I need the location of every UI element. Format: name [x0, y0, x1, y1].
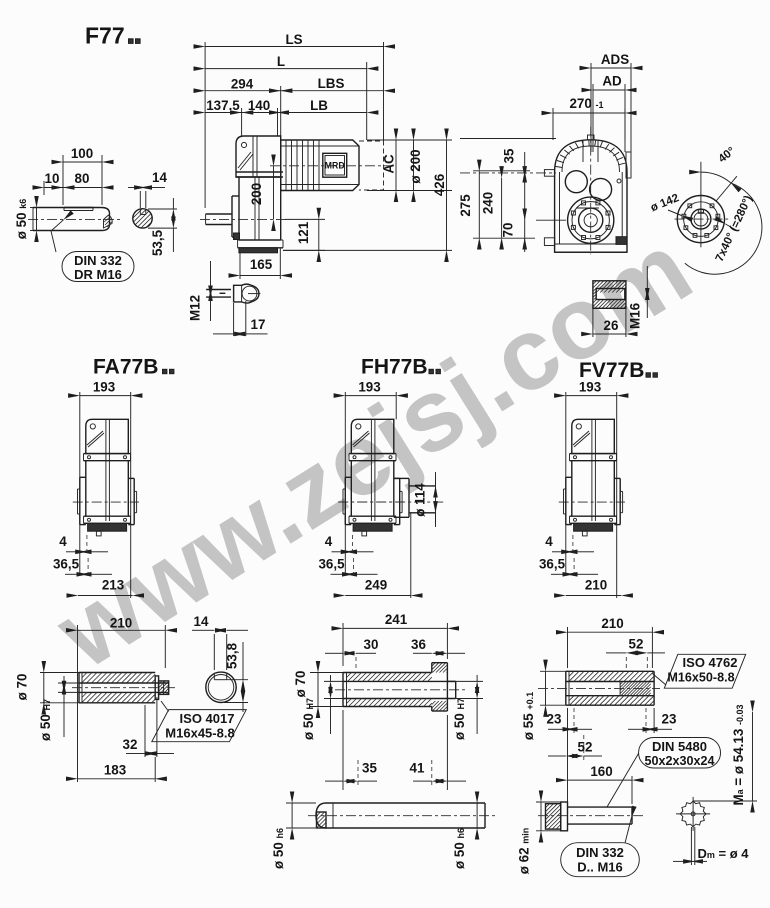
- svg-text:210: 210: [585, 578, 607, 593]
- svg-text:41: 41: [410, 761, 425, 776]
- svg-text:426: 426: [432, 174, 447, 196]
- svg-text:200: 200: [249, 183, 264, 205]
- svg-text:23: 23: [662, 712, 677, 727]
- svg-text:ø 62 min: ø 62 min: [517, 828, 532, 875]
- svg-text:53,5: 53,5: [150, 229, 165, 256]
- svg-text:241: 241: [385, 612, 408, 627]
- svg-text:275: 275: [458, 194, 473, 217]
- svg-text:30: 30: [364, 637, 379, 652]
- svg-text:M12: M12: [188, 295, 203, 321]
- svg-text:70: 70: [501, 223, 516, 238]
- svg-text:270 -1: 270 -1: [569, 96, 603, 111]
- svg-text:121: 121: [296, 221, 311, 244]
- svg-text:FV77B: FV77B: [579, 359, 644, 382]
- svg-text:ø 70: ø 70: [15, 674, 30, 701]
- svg-text:50x2x30x24: 50x2x30x24: [644, 754, 714, 768]
- svg-text:ø 50 H7: ø 50 H7: [301, 698, 316, 740]
- svg-text:14: 14: [152, 170, 167, 185]
- svg-text:DR M16: DR M16: [74, 267, 122, 282]
- svg-text:249: 249: [365, 578, 387, 593]
- svg-text:FH77B: FH77B: [361, 356, 428, 379]
- svg-text:100: 100: [71, 146, 93, 161]
- svg-text:160: 160: [590, 764, 612, 779]
- svg-text:183: 183: [104, 763, 126, 778]
- svg-text:D.. M16: D.. M16: [577, 860, 623, 875]
- svg-text:Ma = ø 54.13 -0.03: Ma = ø 54.13 -0.03: [731, 704, 746, 805]
- svg-text:ø 200: ø 200: [408, 149, 423, 183]
- svg-text:AD: AD: [602, 74, 622, 89]
- svg-text:36,5: 36,5: [539, 557, 566, 572]
- svg-text:210: 210: [601, 616, 623, 631]
- svg-text:4: 4: [59, 534, 67, 549]
- svg-text:ø 50 H7: ø 50 H7: [452, 698, 467, 740]
- svg-text:4: 4: [545, 534, 553, 549]
- svg-text:ø 70: ø 70: [293, 671, 308, 698]
- svg-text:ADS: ADS: [601, 52, 629, 67]
- svg-text:AC: AC: [382, 154, 397, 174]
- svg-text:213: 213: [102, 578, 124, 593]
- svg-text:LBS: LBS: [318, 76, 345, 91]
- svg-text:F77: F77: [85, 23, 125, 49]
- svg-text:36: 36: [411, 637, 426, 652]
- svg-text:193: 193: [358, 380, 380, 395]
- svg-text:L: L: [277, 54, 285, 69]
- svg-text:36,5: 36,5: [318, 557, 345, 572]
- svg-text:294: 294: [231, 77, 254, 92]
- svg-text:DIN 332: DIN 332: [74, 253, 122, 268]
- svg-text:ø 114: ø 114: [413, 483, 428, 517]
- svg-text:Dm = ø 4: Dm = ø 4: [697, 846, 749, 861]
- svg-text:137.5: 137.5: [206, 98, 240, 113]
- svg-text:DIN 5480: DIN 5480: [652, 739, 707, 754]
- svg-text:52: 52: [578, 740, 593, 755]
- svg-text:36,5: 36,5: [53, 557, 80, 572]
- svg-text:80: 80: [75, 171, 90, 186]
- svg-text:LB: LB: [310, 98, 328, 113]
- svg-text:26: 26: [604, 318, 619, 333]
- svg-text:240: 240: [481, 192, 496, 214]
- svg-text:ø 50 h6: ø 50 h6: [452, 828, 467, 869]
- svg-text:10: 10: [45, 171, 60, 186]
- svg-text:ISO 4017: ISO 4017: [180, 711, 235, 726]
- svg-text:52: 52: [629, 637, 644, 652]
- svg-text:ø 55 +0.1: ø 55 +0.1: [521, 692, 536, 740]
- svg-text:M16x50-8.8: M16x50-8.8: [667, 671, 734, 685]
- svg-text:ø 50 H7: ø 50 H7: [38, 699, 53, 741]
- svg-text:17: 17: [251, 317, 266, 332]
- svg-text:M16: M16: [628, 303, 643, 329]
- svg-text:23: 23: [547, 712, 562, 727]
- svg-text:210: 210: [110, 616, 132, 631]
- svg-text:35: 35: [502, 148, 517, 163]
- svg-text:53,8: 53,8: [225, 642, 240, 669]
- svg-text:4: 4: [325, 534, 333, 549]
- svg-text:35: 35: [362, 761, 377, 776]
- svg-text:M16x45-8.8: M16x45-8.8: [165, 726, 234, 741]
- svg-text:140: 140: [248, 98, 270, 113]
- svg-text:193: 193: [579, 380, 601, 395]
- svg-text:ø 50 h6: ø 50 h6: [271, 828, 286, 869]
- svg-text:DIN 332: DIN 332: [576, 845, 624, 860]
- svg-text:LS: LS: [285, 32, 302, 47]
- svg-text:14: 14: [194, 614, 209, 629]
- svg-text:193: 193: [93, 380, 115, 395]
- svg-text:165: 165: [250, 257, 273, 272]
- svg-text:ISO 4762: ISO 4762: [683, 655, 738, 670]
- svg-text:ø 50 k6: ø 50 k6: [14, 199, 29, 240]
- svg-text:FA77B: FA77B: [93, 356, 158, 379]
- svg-text:32: 32: [123, 737, 138, 752]
